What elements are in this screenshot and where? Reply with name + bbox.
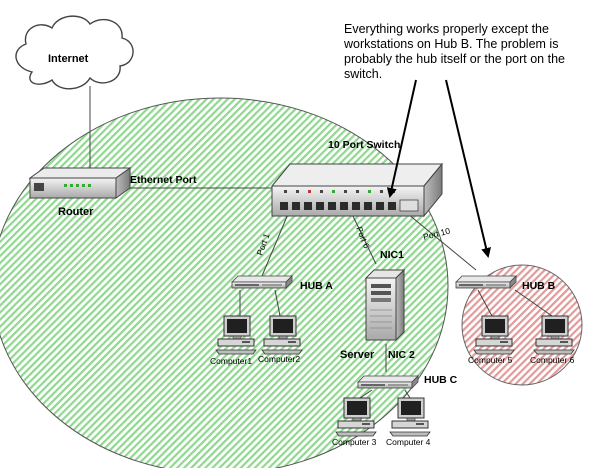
internet-label: Internet xyxy=(48,53,89,65)
annotation-arrows xyxy=(386,79,492,258)
switch-label: 10 Port Switch xyxy=(328,139,400,151)
hub-b-fault-zone xyxy=(461,264,583,386)
hub-b-label: HUB B xyxy=(522,280,556,292)
router-label: Router xyxy=(58,206,94,218)
computer5-label: Computer 5 xyxy=(468,355,513,365)
computer3-label: Computer 3 xyxy=(332,437,377,447)
nic1-label: NIC1 xyxy=(380,249,404,261)
hub-c-label: HUB C xyxy=(424,374,458,386)
server-label: Server xyxy=(340,349,375,361)
router-icon xyxy=(28,167,132,199)
internet-cloud-icon xyxy=(15,15,134,90)
hub-a-icon xyxy=(231,275,293,289)
computer6-label: Computer 6 xyxy=(530,355,575,365)
hub-a-label: HUB A xyxy=(300,280,333,292)
computer1-label: Computer1 xyxy=(210,356,252,366)
switch-icon xyxy=(270,162,444,218)
nic2-label: NIC 2 xyxy=(388,349,415,361)
hub-b-icon xyxy=(455,275,517,289)
annotation-text: Everything works properly except the wor… xyxy=(344,22,565,81)
network-links xyxy=(89,86,553,399)
computer4-label: Computer 4 xyxy=(386,437,431,447)
ethernet-port-label: Ethernet Port xyxy=(130,174,197,186)
server-icon xyxy=(364,268,406,342)
hub-c-icon xyxy=(357,375,419,389)
computer2-label: Computer2 xyxy=(258,354,300,364)
